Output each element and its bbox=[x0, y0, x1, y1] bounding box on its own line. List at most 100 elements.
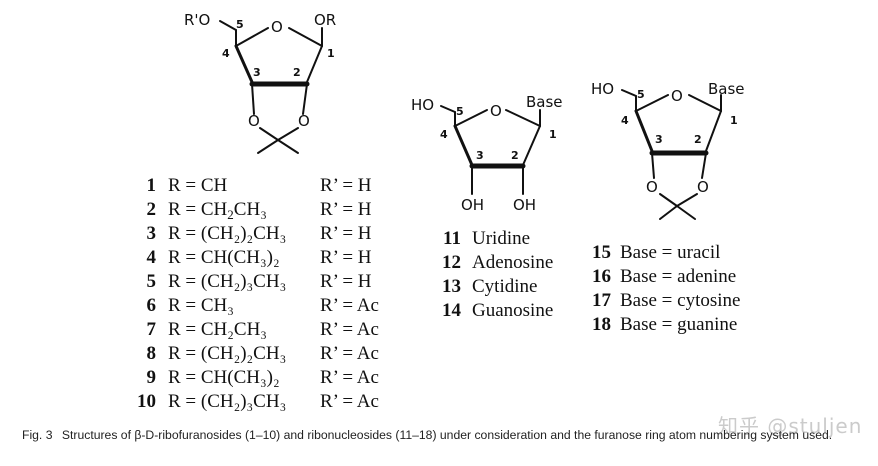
compound-number: 12 bbox=[442, 252, 461, 273]
rprime-group: R’ = H bbox=[320, 223, 372, 244]
compound-number: 7 bbox=[147, 319, 157, 340]
ring-oxygen: O bbox=[671, 87, 683, 105]
substituent-ho: HO bbox=[591, 80, 614, 98]
compound-number: 8 bbox=[147, 343, 157, 364]
structure-ribonucleoside-labels: HO Base O OH OH 5 4 3 2 1 bbox=[411, 93, 563, 214]
hydroxyl-3: OH bbox=[461, 196, 484, 214]
compound-number: 6 bbox=[147, 295, 157, 316]
compound-number: 10 bbox=[137, 391, 156, 412]
atom-number-3: 3 bbox=[655, 133, 663, 146]
ring-oxygen: O bbox=[271, 18, 283, 36]
structure-ribonucleoside-acetonide bbox=[621, 89, 722, 220]
r-group: R = CH(CH₃)₂ bbox=[168, 247, 280, 268]
r-group: R = (CH₂)₃CH₃ bbox=[168, 271, 286, 292]
acetal-oxygen-left: O bbox=[248, 112, 260, 130]
r-group: R = CH₂CH₃ bbox=[168, 319, 267, 340]
list-item: 6 R = CH₃ R’ = Ac bbox=[147, 295, 379, 316]
ring-oxygen: O bbox=[490, 102, 502, 120]
compound-number: 11 bbox=[443, 228, 461, 249]
compound-number: 17 bbox=[592, 290, 612, 311]
structure-ribofuranoside bbox=[219, 20, 323, 154]
acetal-oxygen-right: O bbox=[697, 178, 709, 196]
structure-ribonucleoside-acetonide-labels: HO Base O O O 5 4 3 2 1 bbox=[591, 80, 745, 196]
compound-name: Adenosine bbox=[472, 252, 553, 273]
list-item: 1 R = CH R’ = H bbox=[147, 175, 372, 196]
atom-number-2: 2 bbox=[694, 133, 702, 146]
compound-number: 9 bbox=[147, 367, 157, 388]
compound-number: 1 bbox=[147, 175, 157, 196]
r-group: R = CH(CH₃)₂ bbox=[168, 367, 280, 388]
compound-number: 3 bbox=[147, 223, 157, 244]
compound-number: 14 bbox=[442, 300, 462, 321]
compound-number: 13 bbox=[442, 276, 461, 297]
rprime-group: R’ = Ac bbox=[320, 295, 379, 316]
r-group: R = CH2CH₃ bbox=[168, 199, 267, 222]
list-item: 13 Cytidine bbox=[442, 276, 537, 297]
substituent-base: Base bbox=[526, 93, 563, 111]
compound-number: 2 bbox=[147, 199, 157, 220]
substituent-rprime-o: R'O bbox=[184, 11, 210, 29]
rprime-group: R’ = Ac bbox=[320, 391, 379, 412]
list-item: 9 R = CH(CH₃)₂ R’ = Ac bbox=[147, 367, 379, 388]
r-group: R = (CH₂)₂CH₃ bbox=[168, 223, 286, 244]
list-item: 15 Base = uracil bbox=[592, 242, 720, 263]
structure-ribofuranoside-labels: R'O OR O O O 5 4 3 2 1 bbox=[184, 11, 336, 130]
structure-ribonucleoside bbox=[440, 105, 541, 195]
compound-number: 15 bbox=[592, 242, 611, 263]
compound-number: 4 bbox=[147, 247, 157, 268]
list-item: 7 R = CH₂CH₃ R’ = Ac bbox=[147, 319, 379, 340]
compound-name: Base = uracil bbox=[620, 242, 720, 263]
atom-number-4: 4 bbox=[621, 114, 629, 127]
acetal-oxygen-left: O bbox=[646, 178, 658, 196]
compound-name: Base = adenine bbox=[620, 266, 736, 287]
r-group: R = (CH₂)₃CH₃ bbox=[168, 391, 286, 412]
atom-number-5: 5 bbox=[456, 105, 464, 118]
compound-list-acetonides: 15 Base = uracil 16 Base = adenine 17 Ba… bbox=[592, 242, 740, 335]
atom-number-1: 1 bbox=[327, 47, 335, 60]
list-item: 11 Uridine bbox=[443, 228, 530, 249]
compound-number: 16 bbox=[592, 266, 611, 287]
list-item: 5 R = (CH₂)₃CH₃ R’ = H bbox=[147, 271, 372, 292]
rprime-group: R’ = Ac bbox=[320, 343, 379, 364]
list-item: 4 R = CH(CH₃)₂ R’ = H bbox=[147, 247, 372, 268]
rprime-group: R’ = H bbox=[320, 271, 372, 292]
list-item: 17 Base = cytosine bbox=[592, 290, 740, 311]
r-group: R = (CH₂)₂CH₃ bbox=[168, 343, 286, 364]
watermark: 知乎 @stuljen bbox=[718, 414, 863, 438]
compound-name: Base = cytosine bbox=[620, 290, 740, 311]
list-item: 12 Adenosine bbox=[442, 252, 553, 273]
compound-name: Base = guanine bbox=[620, 314, 737, 335]
atom-number-1: 1 bbox=[730, 114, 738, 127]
compound-list-ribofuranosides: 1 R = CH R’ = H 2 R = CH2CH₃ R’ = H 3 R … bbox=[137, 175, 379, 412]
rprime-group: R’ = H bbox=[320, 247, 372, 268]
atom-number-3: 3 bbox=[476, 149, 484, 162]
figure-label: Fig. 3 bbox=[22, 428, 53, 442]
compound-list-ribonucleosides: 11 Uridine 12 Adenosine 13 Cytidine 14 G… bbox=[442, 228, 553, 321]
list-item: 8 R = (CH₂)₂CH₃ R’ = Ac bbox=[147, 343, 379, 364]
atom-number-5: 5 bbox=[236, 18, 244, 31]
list-item: 10 R = (CH₂)₃CH₃ R’ = Ac bbox=[137, 391, 379, 412]
atom-number-2: 2 bbox=[293, 66, 301, 79]
rprime-group: R’ = Ac bbox=[320, 367, 379, 388]
caption-text: Structures of β-D-ribofuranosides (1–10)… bbox=[61, 428, 833, 442]
atom-number-1: 1 bbox=[549, 128, 557, 141]
list-item: 18 Base = guanine bbox=[592, 314, 737, 335]
list-item: 16 Base = adenine bbox=[592, 266, 736, 287]
atom-number-2: 2 bbox=[511, 149, 519, 162]
rprime-group: R’ = H bbox=[320, 199, 372, 220]
compound-number: 5 bbox=[147, 271, 157, 292]
compound-name: Cytidine bbox=[472, 276, 537, 297]
r-group: R = CH bbox=[168, 175, 228, 196]
r-group: R = CH₃ bbox=[168, 295, 234, 316]
compound-name: Uridine bbox=[472, 228, 530, 249]
rprime-group: R’ = H bbox=[320, 175, 372, 196]
rprime-group: R’ = Ac bbox=[320, 319, 379, 340]
atom-number-3: 3 bbox=[253, 66, 261, 79]
atom-number-5: 5 bbox=[637, 88, 645, 101]
acetal-oxygen-right: O bbox=[298, 112, 310, 130]
list-item: 14 Guanosine bbox=[442, 300, 553, 321]
atom-number-4: 4 bbox=[222, 47, 230, 60]
compound-number: 18 bbox=[592, 314, 611, 335]
